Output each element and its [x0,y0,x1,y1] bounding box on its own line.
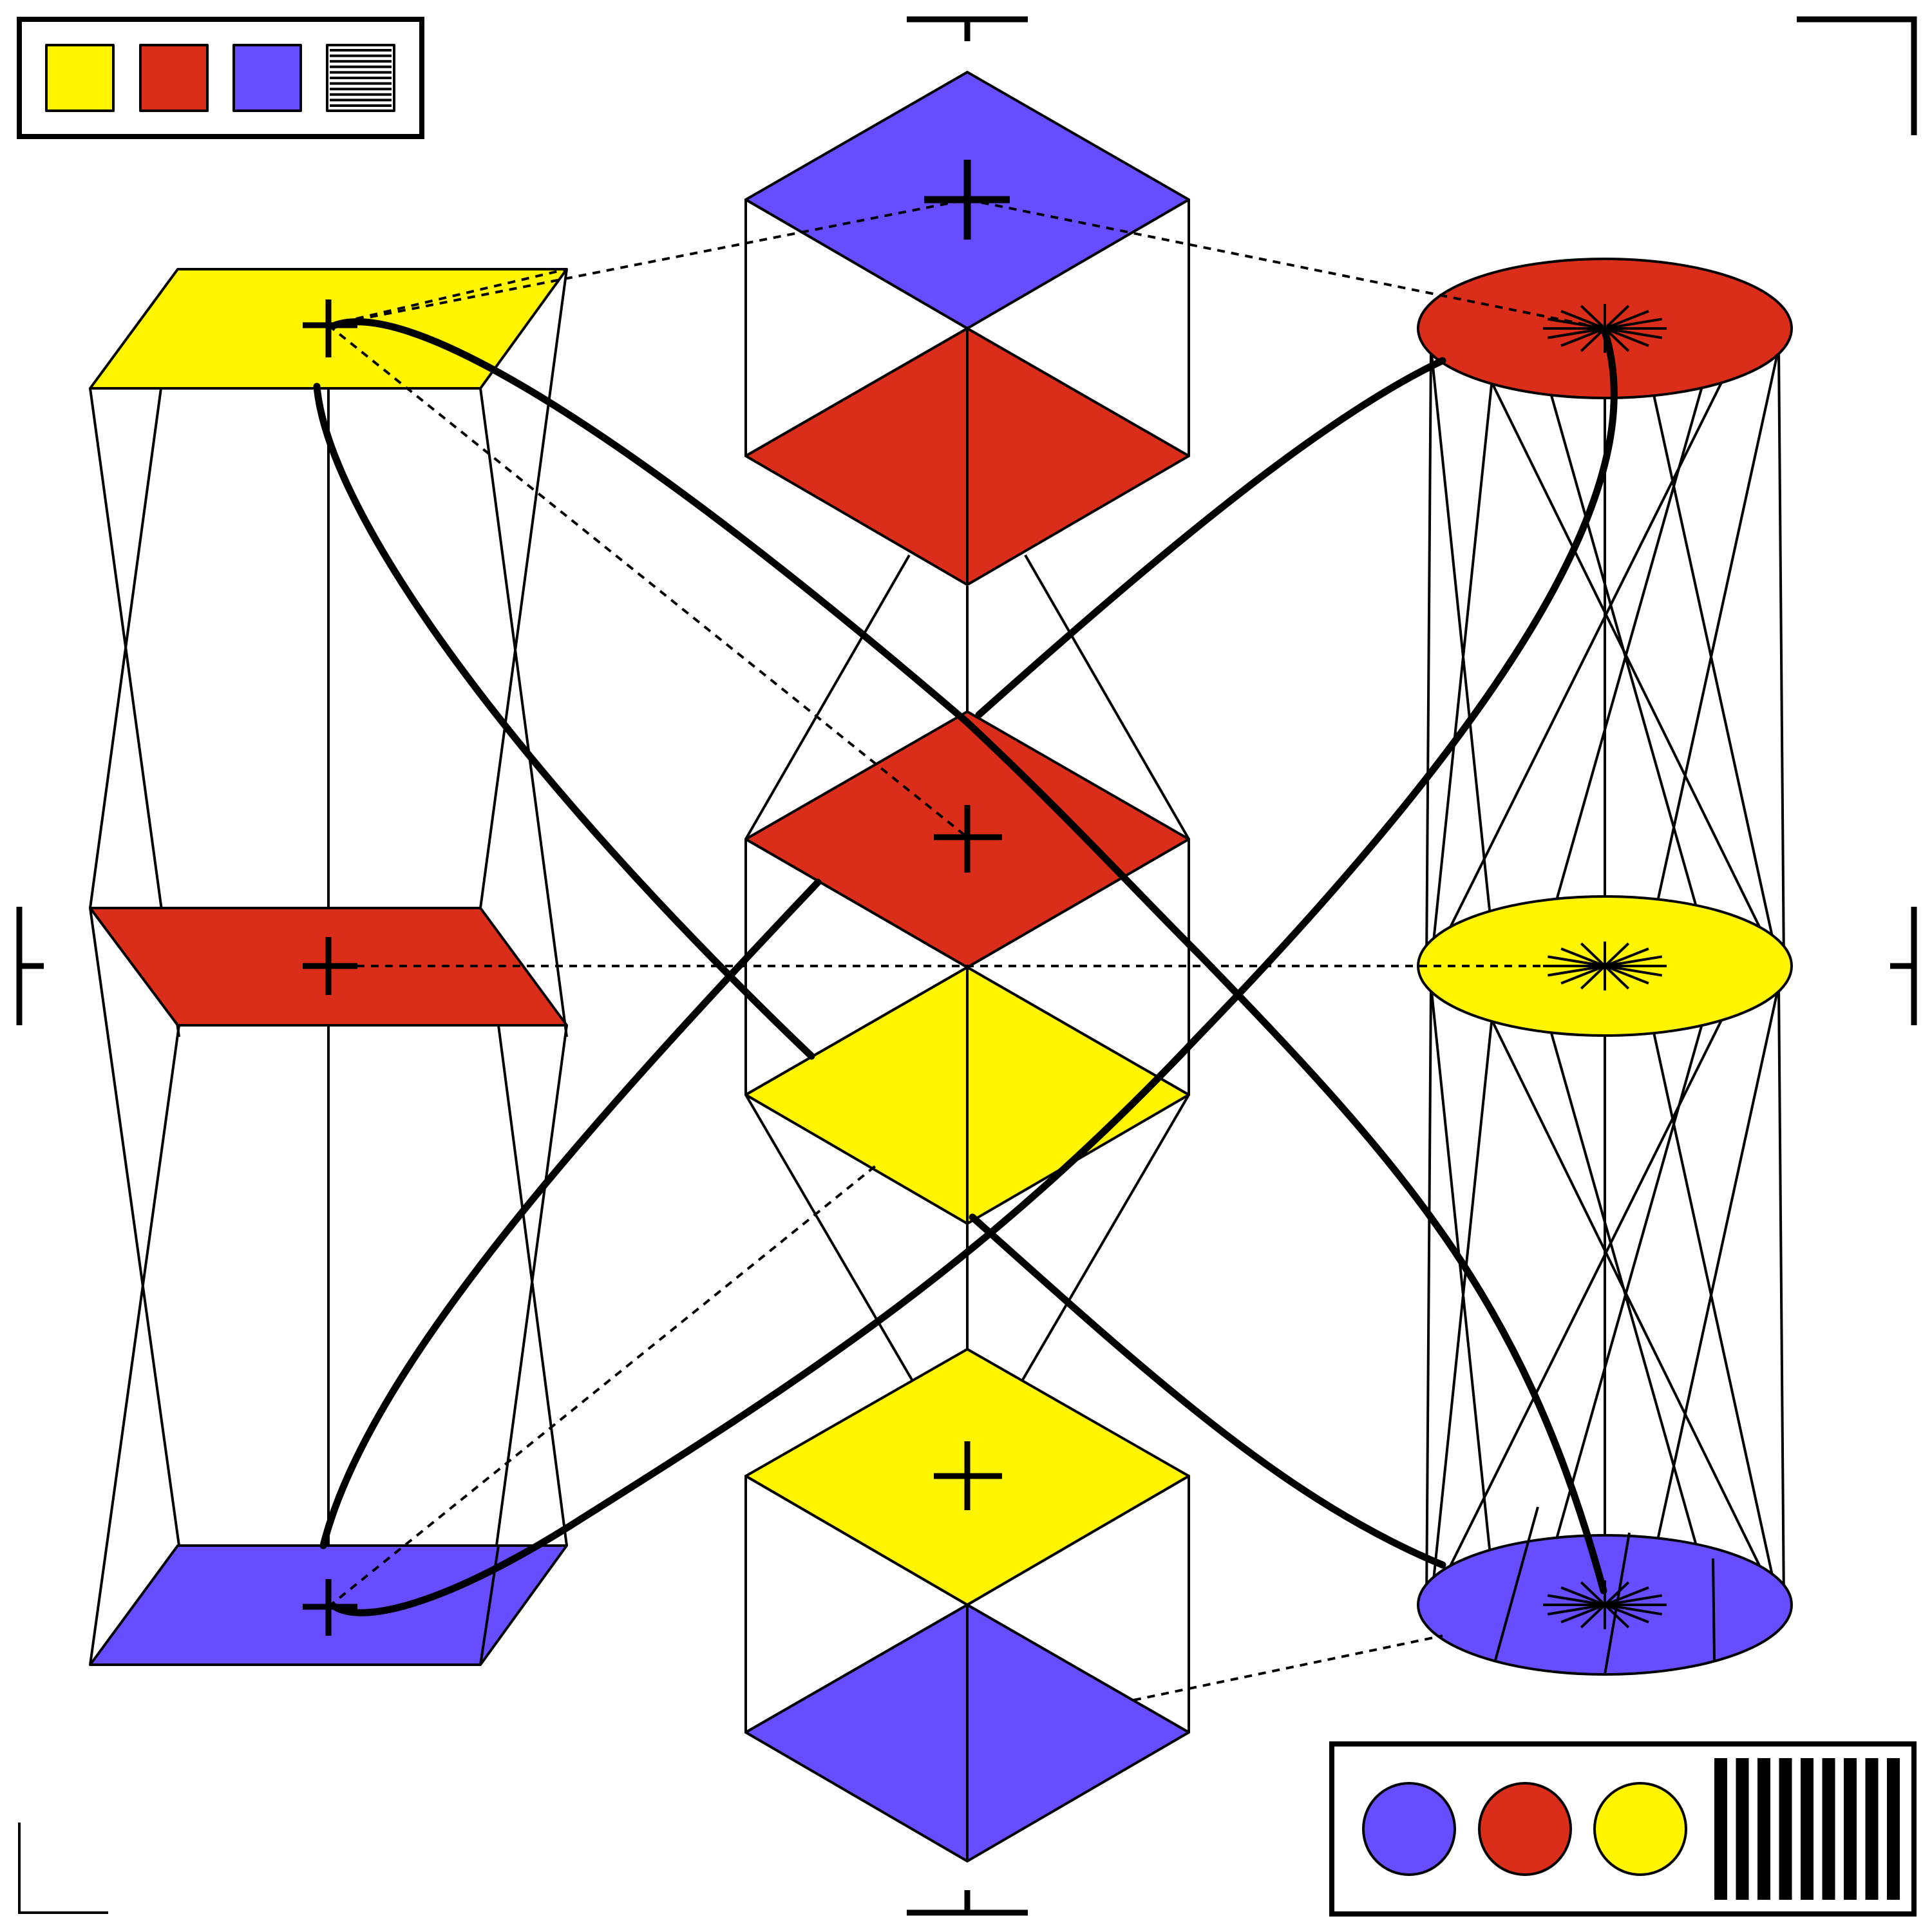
asterisk-marker [1543,1580,1667,1629]
barcode-bar [1844,1758,1857,1900]
barcode-bar [1779,1758,1792,1900]
lattice-line [1430,347,1497,967]
edge-mark-right [1890,907,1917,1025]
barcode [1714,1758,1900,1900]
lattice-line [1642,985,1780,1605]
asterisk-marker [1543,304,1667,353]
cube-middle [744,710,1190,1225]
barcode-bar [1736,1758,1749,1900]
plus-marker [303,1579,357,1636]
swatch-yellow [45,44,115,112]
lattice-line [1642,347,1780,967]
thick-curves [313,318,1618,1616]
swatch-blue [232,44,302,112]
corner-mark-bottom-left [18,1823,108,1914]
plus-marker [934,1441,1002,1510]
plus-marker [303,937,357,995]
edge-mark-bottom [907,1890,1028,1916]
legend-bottom-right [1329,1741,1917,1917]
corner-mark-top-right [1797,16,1917,135]
barcode-bar [1865,1758,1879,1900]
barcode-bar [1714,1758,1727,1900]
barcode-bar [1801,1758,1814,1900]
swatch-red [139,44,209,112]
plus-marker [934,805,1002,873]
edge-mark-left [16,907,44,1025]
center-markers [303,160,1667,1636]
lattice-line [1425,347,1432,967]
cube-top [744,71,1190,586]
lattice-line [1430,985,1497,1605]
plus-marker [924,160,1010,240]
swatch-hatched [326,44,395,112]
lattice-line [1425,985,1432,1605]
barcode-bar [1887,1758,1900,1900]
circle-blue [1362,1782,1456,1876]
lattice-line [1473,985,1780,1605]
circle-yellow [1593,1782,1687,1876]
cube-bottom [744,1348,1190,1862]
lattice-line [1473,347,1780,967]
asterisk-marker [1543,942,1667,990]
lattice-line [1777,347,1785,967]
barcode-bar [1757,1758,1770,1900]
lattice-line [1430,347,1740,967]
barcode-bar [1822,1758,1835,1900]
plus-marker [303,299,357,357]
dashed-connectors [327,198,1605,1701]
lattice-line [1777,985,1785,1605]
registration-marks [16,16,1917,1916]
legend-top-left [17,17,424,139]
edge-mark-top [907,16,1028,41]
lattice-line [1430,985,1740,1605]
circle-red [1478,1782,1572,1876]
